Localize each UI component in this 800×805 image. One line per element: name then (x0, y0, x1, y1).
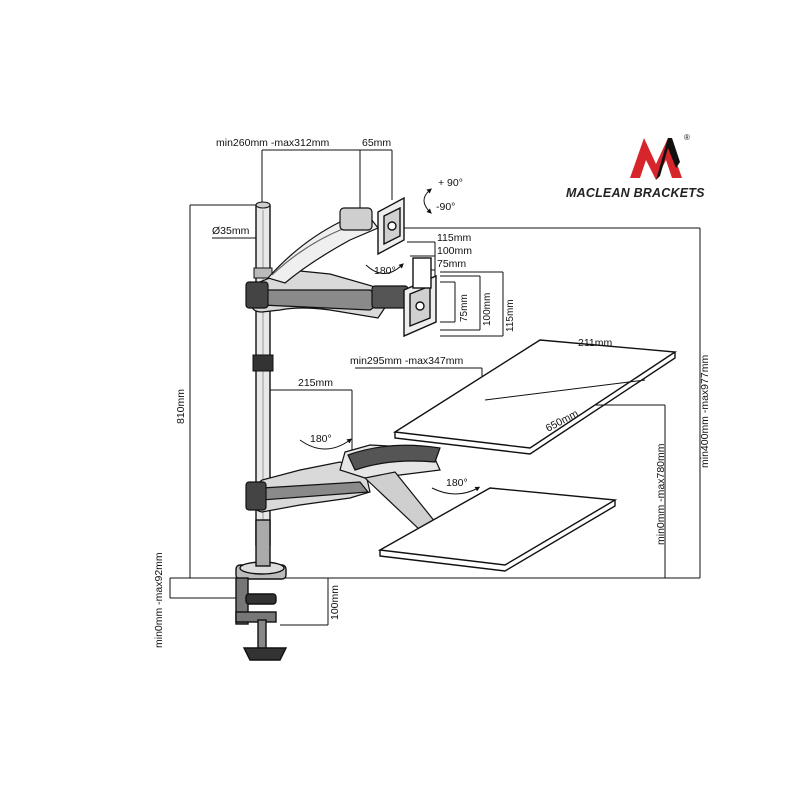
logo-mark-dark (656, 138, 680, 180)
label-tilt-up: + 90° (438, 177, 463, 189)
dimension-labels: min260mm -max312mm 65mm + 90° -90° Ø35mm… (153, 137, 711, 648)
registered-mark: ® (684, 133, 690, 142)
lower-tray-arm (245, 444, 442, 531)
label-tray-height: min0mm -max780mm (655, 443, 667, 545)
label-pole-height: 810mm (175, 389, 187, 424)
label-vesa-115-vertical: 115mm (505, 299, 516, 332)
label-pole-diameter: Ø35mm (212, 225, 250, 237)
label-vesa-75-vertical: 75mm (459, 294, 470, 322)
pole-collar (252, 354, 274, 372)
label-vesa-100-vertical: 100mm (482, 293, 493, 326)
label-tilt-down: -90° (436, 201, 455, 213)
label-lower-arm: 215mm (298, 377, 333, 389)
label-tray-reach: min295mm -max347mm (350, 355, 463, 367)
label-monitor-rotate: 180° (374, 265, 396, 277)
upper-vesa-plate (377, 196, 405, 256)
label-lower-rotate: 180° (310, 433, 332, 445)
label-vesa-75: 75mm (437, 258, 466, 270)
label-tray-rotate: 180° (446, 477, 468, 489)
brand-name: MACLEAN BRACKETS (566, 186, 705, 200)
rotation-indicators (299, 188, 481, 495)
label-tray-depth: 211mm (578, 337, 612, 349)
label-arm-reach: min260mm -max312mm (216, 137, 329, 149)
desk-clamp (235, 519, 288, 661)
label-clamp-depth: 100mm (329, 585, 341, 620)
label-vesa-115: 115mm (437, 232, 471, 244)
label-total-height: min400mm -max977mm (699, 355, 711, 468)
maclean-logo: ® (630, 133, 690, 180)
mouse-platform (377, 487, 618, 572)
lower-vesa-plate (403, 257, 437, 338)
label-vesa-100: 100mm (437, 245, 472, 257)
label-clamp-range: min0mm -max92mm (153, 552, 165, 648)
label-vesa-offset: 65mm (362, 137, 391, 149)
keyboard-tray (392, 339, 678, 455)
